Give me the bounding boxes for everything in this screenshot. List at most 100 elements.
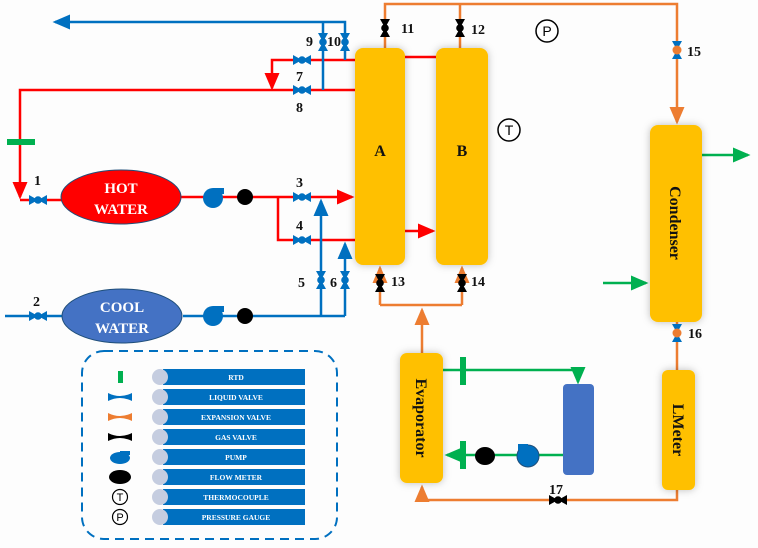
valve-labels: 1 2 3 4 5 6 7 8 9 10 11 12 13 14 15 16 1… xyxy=(33,22,702,498)
legend-label: PUMP xyxy=(225,453,247,462)
legend-border xyxy=(81,350,338,540)
valve-15[interactable] xyxy=(672,41,682,59)
cool-water-lines xyxy=(5,14,353,318)
flow-meter-icon xyxy=(237,189,253,205)
legend-bar xyxy=(163,369,305,385)
valve-10[interactable] xyxy=(340,33,350,51)
legend-bullet xyxy=(152,489,168,505)
valve-label-4: 4 xyxy=(296,219,303,234)
svg-text:P: P xyxy=(542,23,551,39)
legend-item: RTD xyxy=(118,369,305,385)
cool-water-tank xyxy=(61,288,183,344)
flow-meter-icon xyxy=(109,470,131,484)
valve-1[interactable] xyxy=(29,195,47,205)
svg-text:T: T xyxy=(505,122,514,138)
legend-bullet xyxy=(152,389,168,405)
pressure-gauge-icon: P xyxy=(535,19,559,43)
valve-13[interactable] xyxy=(375,274,385,292)
valve-label-1: 1 xyxy=(34,174,41,189)
valve-label-10: 10 xyxy=(327,35,341,50)
legend-label: RTD xyxy=(228,373,244,382)
legend-item: EXPANSION VALVE xyxy=(108,409,305,425)
legend-bullet xyxy=(152,469,168,485)
pump-icon xyxy=(110,451,130,464)
valve-label-9: 9 xyxy=(306,35,313,50)
legend-label: GAS VALVE xyxy=(215,433,257,442)
valve-label-2: 2 xyxy=(33,295,40,310)
adsorber-bed-b xyxy=(436,48,488,265)
adsorber-bed-a xyxy=(355,48,405,265)
legend-item: PUMP xyxy=(110,449,305,465)
evaporator xyxy=(400,353,443,483)
thermocouple-icon: T xyxy=(497,118,521,142)
valve-16[interactable] xyxy=(672,324,682,342)
rtd-icon xyxy=(118,371,123,383)
valve-label-17: 17 xyxy=(549,483,563,498)
legend: RTD LIQUID VALVE EXPANSION VALVE GAS VALVE P… xyxy=(81,350,338,540)
legend-bullet xyxy=(152,509,168,525)
valve-6[interactable] xyxy=(340,271,350,289)
rtd-icon xyxy=(460,357,466,385)
legend-bullet xyxy=(152,369,168,385)
valve-label-6: 6 xyxy=(330,276,337,291)
valve-4[interactable] xyxy=(293,235,311,245)
cool-water-label-2: WATER xyxy=(95,321,149,337)
legend-bar xyxy=(163,469,305,485)
valve-8[interactable] xyxy=(293,85,311,95)
thermocouple-icon: T xyxy=(111,488,129,506)
pump-icon xyxy=(203,306,224,326)
rtd-icon xyxy=(7,139,35,145)
legend-label: EXPANSION VALVE xyxy=(201,413,271,422)
valve-14[interactable] xyxy=(457,274,467,292)
valve-label-3: 3 xyxy=(296,176,303,191)
hot-water-label-1: HOT xyxy=(104,181,137,197)
expansion-valve-icon xyxy=(108,413,132,421)
hot-water-tank xyxy=(60,169,182,225)
legend-label: PRESSURE GAUGE xyxy=(202,513,271,522)
legend-item: FLOW METER xyxy=(109,469,305,485)
valve-label-5: 5 xyxy=(298,276,305,291)
valve-label-15: 15 xyxy=(687,45,701,60)
valve-17[interactable] xyxy=(549,495,567,505)
chilled-water-tank xyxy=(563,384,594,475)
pressure-gauge-icon: P xyxy=(111,508,129,526)
svg-text:T: T xyxy=(117,492,124,504)
valve-2[interactable] xyxy=(29,311,47,321)
hot-water-label-2: WATER xyxy=(94,202,148,218)
valve-3[interactable] xyxy=(293,192,311,202)
valve-11[interactable] xyxy=(380,19,390,37)
legend-bar xyxy=(163,509,305,525)
valve-label-8: 8 xyxy=(296,101,303,116)
legend-bar xyxy=(163,489,305,505)
valve-label-12: 12 xyxy=(471,23,485,38)
valve-label-11: 11 xyxy=(401,22,414,37)
chilled-water-lines xyxy=(443,147,751,463)
valve-label-16: 16 xyxy=(688,327,702,342)
valve-5[interactable] xyxy=(316,271,326,289)
legend-label: LIQUID VALVE xyxy=(209,393,263,402)
legend-item: LIQUID VALVE xyxy=(108,389,305,405)
svg-text:P: P xyxy=(116,512,123,524)
legend-bar xyxy=(163,449,305,465)
legend-label: FLOW METER xyxy=(210,473,263,482)
valve-label-7: 7 xyxy=(296,70,303,85)
evaporator-label: Evaporator xyxy=(412,378,429,457)
lmeter-label: LMeter xyxy=(669,404,686,456)
valve-7[interactable] xyxy=(293,55,311,65)
pump-icon xyxy=(516,444,540,468)
flow-meter-icon xyxy=(237,308,253,324)
pump-icon xyxy=(203,188,224,208)
bed-b-label: B xyxy=(457,143,468,160)
condenser xyxy=(650,125,702,322)
valve-12[interactable] xyxy=(455,19,465,37)
gas-valve-icon xyxy=(108,433,132,441)
legend-bullet xyxy=(152,449,168,465)
lmeter xyxy=(662,370,695,490)
valve-9[interactable] xyxy=(318,33,328,51)
legend-bar xyxy=(163,389,305,405)
liquid-valve-icon xyxy=(108,393,132,401)
valve-label-14: 14 xyxy=(471,275,485,290)
